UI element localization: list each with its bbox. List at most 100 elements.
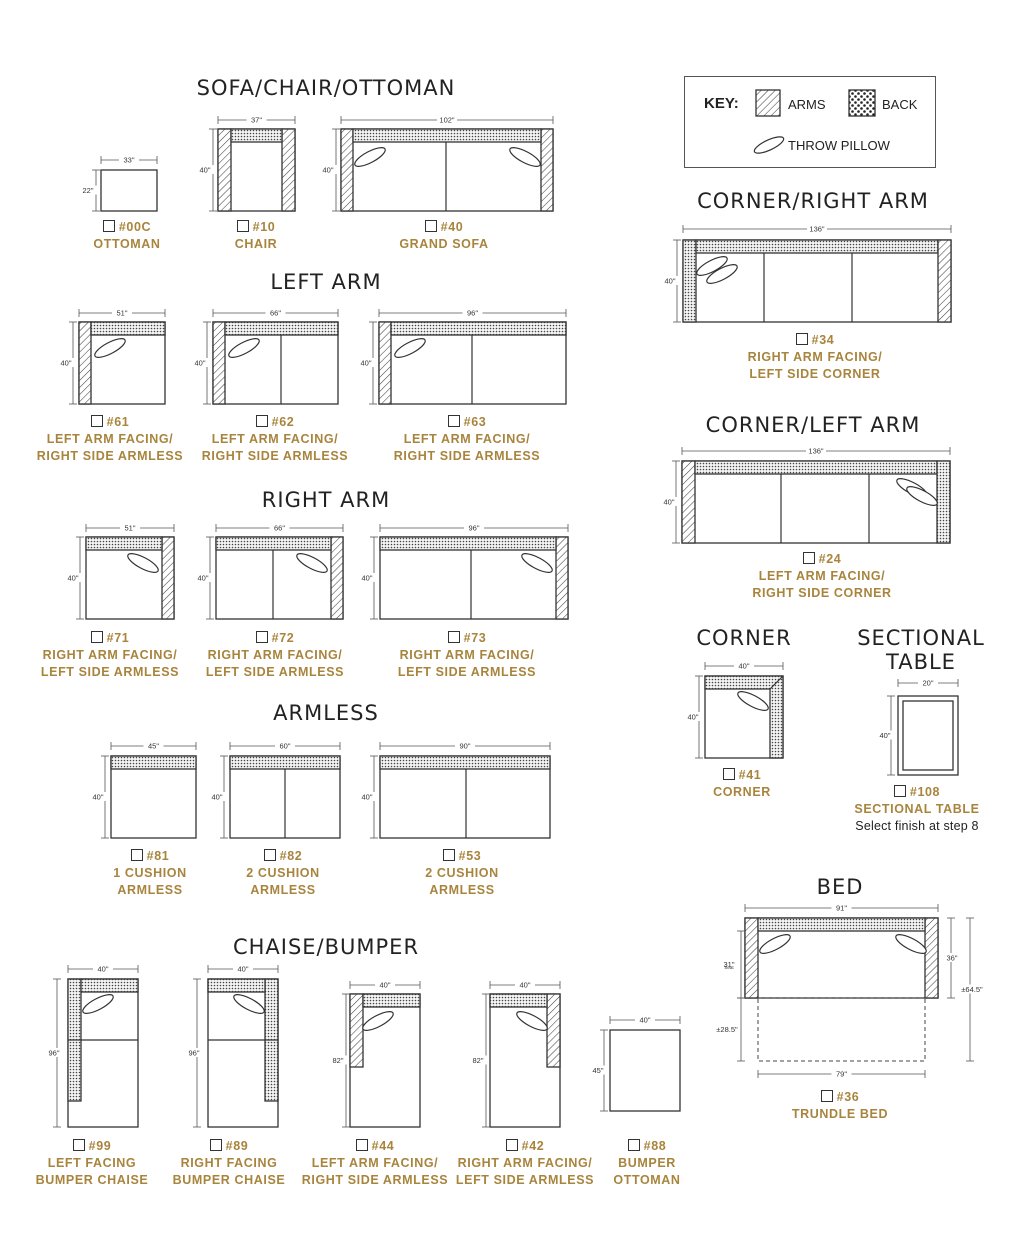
select-checkbox[interactable] xyxy=(795,333,808,345)
piece-number: #63 xyxy=(463,415,487,429)
dimension-label-bg xyxy=(269,523,290,532)
select-checkbox[interactable] xyxy=(209,1139,222,1151)
select-checkbox[interactable] xyxy=(424,220,437,232)
dimension-label-bg xyxy=(462,308,483,317)
select-checkbox[interactable] xyxy=(236,220,249,232)
select-checkbox[interactable] xyxy=(722,768,735,780)
select-checkbox-row: #00C xyxy=(17,219,237,236)
heading-corner-left-arm: CORNER/LEFT ARM xyxy=(705,413,921,437)
piece-label-line1: SECTIONAL TABLE xyxy=(854,802,980,816)
dimension-label-bg xyxy=(734,661,754,670)
dimension-label-bg xyxy=(635,1015,655,1024)
select-checkbox[interactable] xyxy=(447,415,460,427)
select-checkbox[interactable] xyxy=(442,849,455,861)
back-cushion xyxy=(379,755,551,770)
select-checkbox-row: #108 xyxy=(807,784,1017,801)
piece-label-line1: 2 CUSHION xyxy=(425,866,499,880)
dimension-label-bg xyxy=(93,964,113,973)
heading-bed: BED xyxy=(816,875,864,899)
dimension-label-bg xyxy=(876,730,894,740)
dimension-depth-label: ±64.5" xyxy=(961,985,983,994)
piece-label-line1: LEFT ARM FACING/ xyxy=(211,432,339,446)
piece-label-line1: LEFT FACING xyxy=(47,1156,137,1170)
dimension-depth-label: 40" xyxy=(360,359,371,368)
dimension-label-bg xyxy=(831,903,852,912)
dimension-depth-label: 22" xyxy=(82,186,93,195)
bumper-ottoman-shape xyxy=(609,1029,681,1112)
select-checkbox[interactable] xyxy=(820,1090,833,1102)
dimension-depth-label: ±28.5" xyxy=(716,1025,738,1034)
piece-number: #44 xyxy=(371,1139,395,1153)
dimension-label-bg xyxy=(918,678,938,687)
select-checkbox-row: #41 xyxy=(632,767,852,784)
select-checkbox[interactable] xyxy=(102,220,115,232)
piece-label-line2: LEFT SIDE ARMLESS xyxy=(455,1173,595,1187)
arms-swatch-icon xyxy=(755,89,781,117)
dimension-depth-label: 96" xyxy=(48,1049,59,1058)
dimension-label-bg xyxy=(120,523,140,532)
select-checkbox[interactable] xyxy=(893,785,906,797)
throw-pillow-icon xyxy=(354,147,386,167)
dimension-label-bg xyxy=(57,358,75,367)
dimension-depth-label: 82" xyxy=(332,1056,343,1065)
piece-label-line2: RIGHT SIDE ARMLESS xyxy=(201,449,349,463)
select-checkbox-row: #63 xyxy=(357,414,577,431)
select-checkbox[interactable] xyxy=(447,631,460,643)
dimension-label-bg xyxy=(89,792,107,801)
select-checkbox[interactable] xyxy=(255,415,268,427)
piece-number: #72 xyxy=(271,631,295,645)
piece-number: #53 xyxy=(458,849,482,863)
throw-pillow-icon xyxy=(696,256,728,276)
piece-label-line1: OTTOMAN xyxy=(93,237,161,251)
select-checkbox-row: #40 xyxy=(334,219,554,236)
dimension-width-label: 96" xyxy=(468,524,479,533)
piece-label-line1: RIGHT ARM FACING/ xyxy=(399,648,535,662)
dimension-label-bg xyxy=(194,573,212,582)
dimension-label-bg xyxy=(208,792,226,801)
dimension-label-bg xyxy=(119,155,139,164)
dimension-width-label: 60" xyxy=(279,742,290,751)
piece-label-line1: 1 CUSHION xyxy=(113,866,187,880)
select-checkbox[interactable] xyxy=(255,631,268,643)
piece-label-line2: LEFT SIDE ARMLESS xyxy=(205,665,345,679)
dimension-width-label: 79" xyxy=(836,1070,847,1079)
select-checkbox[interactable] xyxy=(263,849,276,861)
select-checkbox[interactable] xyxy=(627,1139,640,1151)
dimension-width-label: 96" xyxy=(467,309,478,318)
select-checkbox[interactable] xyxy=(90,631,103,643)
arm-right xyxy=(546,993,561,1068)
armless-piece xyxy=(379,755,551,839)
throw-pillow-icon xyxy=(94,338,126,358)
piece-number: #36 xyxy=(836,1090,860,1104)
piece-label-line1: RIGHT ARM FACING/ xyxy=(42,648,178,662)
seat-note-label: Seat xyxy=(724,965,734,970)
select-checkbox[interactable] xyxy=(355,1139,368,1151)
armless-piece xyxy=(110,755,197,839)
select-checkbox[interactable] xyxy=(802,552,815,564)
key-back-label: BACK xyxy=(882,97,918,112)
dimension-depth-label: 31" xyxy=(723,960,734,969)
dimension-width-label: 66" xyxy=(274,524,285,533)
select-checkbox[interactable] xyxy=(90,415,103,427)
select-checkbox-row: #53 xyxy=(352,848,572,865)
dimension-label-bg xyxy=(464,523,484,532)
dimension-label-bg xyxy=(684,712,702,721)
select-checkbox[interactable] xyxy=(130,849,143,861)
key-arms-label: ARMS xyxy=(788,97,826,112)
select-checkbox[interactable] xyxy=(505,1139,518,1151)
throw-pillow-icon xyxy=(82,994,114,1014)
heading-sectional-table-line2: TABLE xyxy=(886,650,956,674)
dimension-width-label: 40" xyxy=(237,965,248,974)
piece-number: #99 xyxy=(88,1139,112,1153)
dimension-depth-label: 40" xyxy=(361,793,372,802)
dimension-width-label: 40" xyxy=(379,981,390,990)
arm-left xyxy=(212,321,226,405)
piece-label-line1: CORNER xyxy=(713,785,771,799)
key-legend: KEY: ARMS BACK THROW PILLOW xyxy=(684,76,936,168)
select-checkbox[interactable] xyxy=(72,1139,85,1151)
